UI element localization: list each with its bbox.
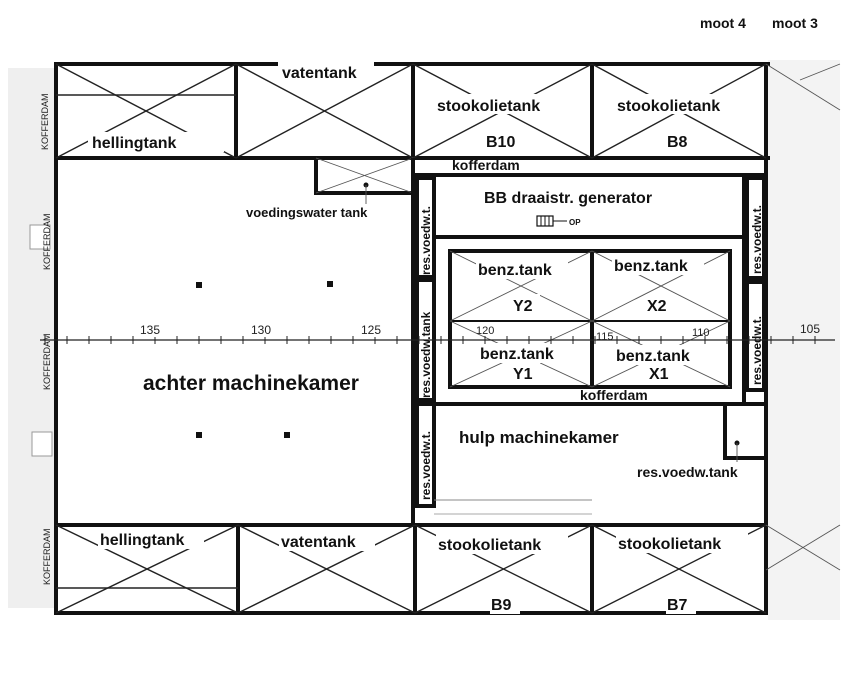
moot-4-label: moot 4 [700, 15, 746, 31]
benz-x1-label: benz.tank [616, 348, 690, 365]
hellingtank-top-label: hellingtank [92, 135, 177, 152]
kofferdam-top-label: kofferdam [452, 157, 520, 173]
frame-tick-120: 120 [476, 325, 494, 337]
benz-y1-label: benz.tank [480, 346, 554, 363]
left-kofferdam-label-4: KOFFERDAM [42, 528, 52, 585]
stookolietank-b8-label: stookolietank [617, 98, 720, 115]
code-b7: B7 [667, 597, 688, 614]
kofferdam-mid-label: kofferdam [580, 387, 648, 403]
frame-tick-105: 105 [800, 322, 820, 336]
frame-tick-110: 110 [692, 327, 710, 339]
benz-x2-label: benz.tank [614, 258, 688, 275]
code-b9: B9 [491, 597, 512, 614]
code-b8: B8 [667, 134, 688, 151]
frame-ruler [40, 336, 835, 344]
res-voedw-t-left-upper: res.voedw.t. [419, 206, 433, 275]
vatentank-top: vatentank [278, 62, 374, 82]
res-voedw-tank-right: res.voedw.tank [637, 404, 766, 480]
voedingswater-tank-label: voedingswater tank [246, 205, 368, 220]
stookolietank-b8: stookolietank B8 [614, 94, 746, 151]
bb-generator: BB draaistr. generator OP [434, 190, 744, 239]
pillar-marker [327, 281, 333, 287]
left-kofferdam-label-3: KOFFERDAM [42, 333, 52, 390]
code-x1: X1 [649, 366, 669, 383]
frame-tick-130: 130 [251, 323, 271, 337]
res-voedw-right-column: res.voedw.t. res.voedw.t. [745, 176, 766, 392]
vatentank-top-label: vatentank [282, 65, 357, 82]
benz-y2-label: benz.tank [478, 262, 552, 279]
moot-3-label: moot 3 [772, 15, 818, 31]
res-voedw-t-right-lower: res.voedw.t. [750, 316, 764, 385]
left-kofferdam-label-2: KOFFERDAM [42, 213, 52, 270]
frame-tick-135: 135 [140, 323, 160, 337]
voedingswater-tank: voedingswater tank [246, 157, 414, 220]
benz-tanks-block [448, 249, 732, 389]
res-voedw-left-column: res.voedw.t. res.voedw.tank res.voedw.t. [415, 176, 436, 508]
hulp-machinekamer-label: hulp machinekamer [459, 428, 619, 447]
res-voedw-tank-left-mid: res.voedw.tank [419, 311, 433, 398]
stookolietank-b9-label: stookolietank [438, 537, 541, 554]
left-edge-box-2 [31, 431, 53, 457]
pillar-marker [196, 432, 202, 438]
vatentank-bottom-label: vatentank [281, 534, 356, 551]
op-label: OP [569, 218, 581, 227]
frame-tick-125: 125 [361, 323, 381, 337]
hellingtank-bottom-label: hellingtank [100, 532, 185, 549]
res-voedw-tank-right-label: res.voedw.tank [637, 464, 738, 480]
left-edge-shade [8, 68, 54, 608]
code-x2: X2 [647, 298, 667, 315]
pillar-marker [284, 432, 290, 438]
left-kofferdam-label-1: KOFFERDAM [40, 93, 50, 150]
stookolietank-b10: stookolietank B10 [434, 94, 566, 151]
stookolietank-b7-label: stookolietank [618, 536, 721, 553]
hellingtank-top: hellingtank [88, 132, 224, 152]
frame-tick-115: 115 [596, 331, 614, 343]
res-voedw-t-left-lower: res.voedw.t. [419, 431, 433, 500]
generator-label: BB draaistr. generator [484, 190, 652, 207]
left-edge-box-1 [29, 224, 51, 250]
pillar-marker [196, 282, 202, 288]
code-b10: B10 [486, 134, 515, 151]
res-voedw-t-right-upper: res.voedw.t. [750, 205, 764, 274]
code-y2: Y2 [513, 298, 533, 315]
stookolietank-b10-label: stookolietank [437, 98, 540, 115]
code-y1: Y1 [513, 366, 533, 383]
achter-machinekamer-label: achter machinekamer [143, 372, 359, 395]
